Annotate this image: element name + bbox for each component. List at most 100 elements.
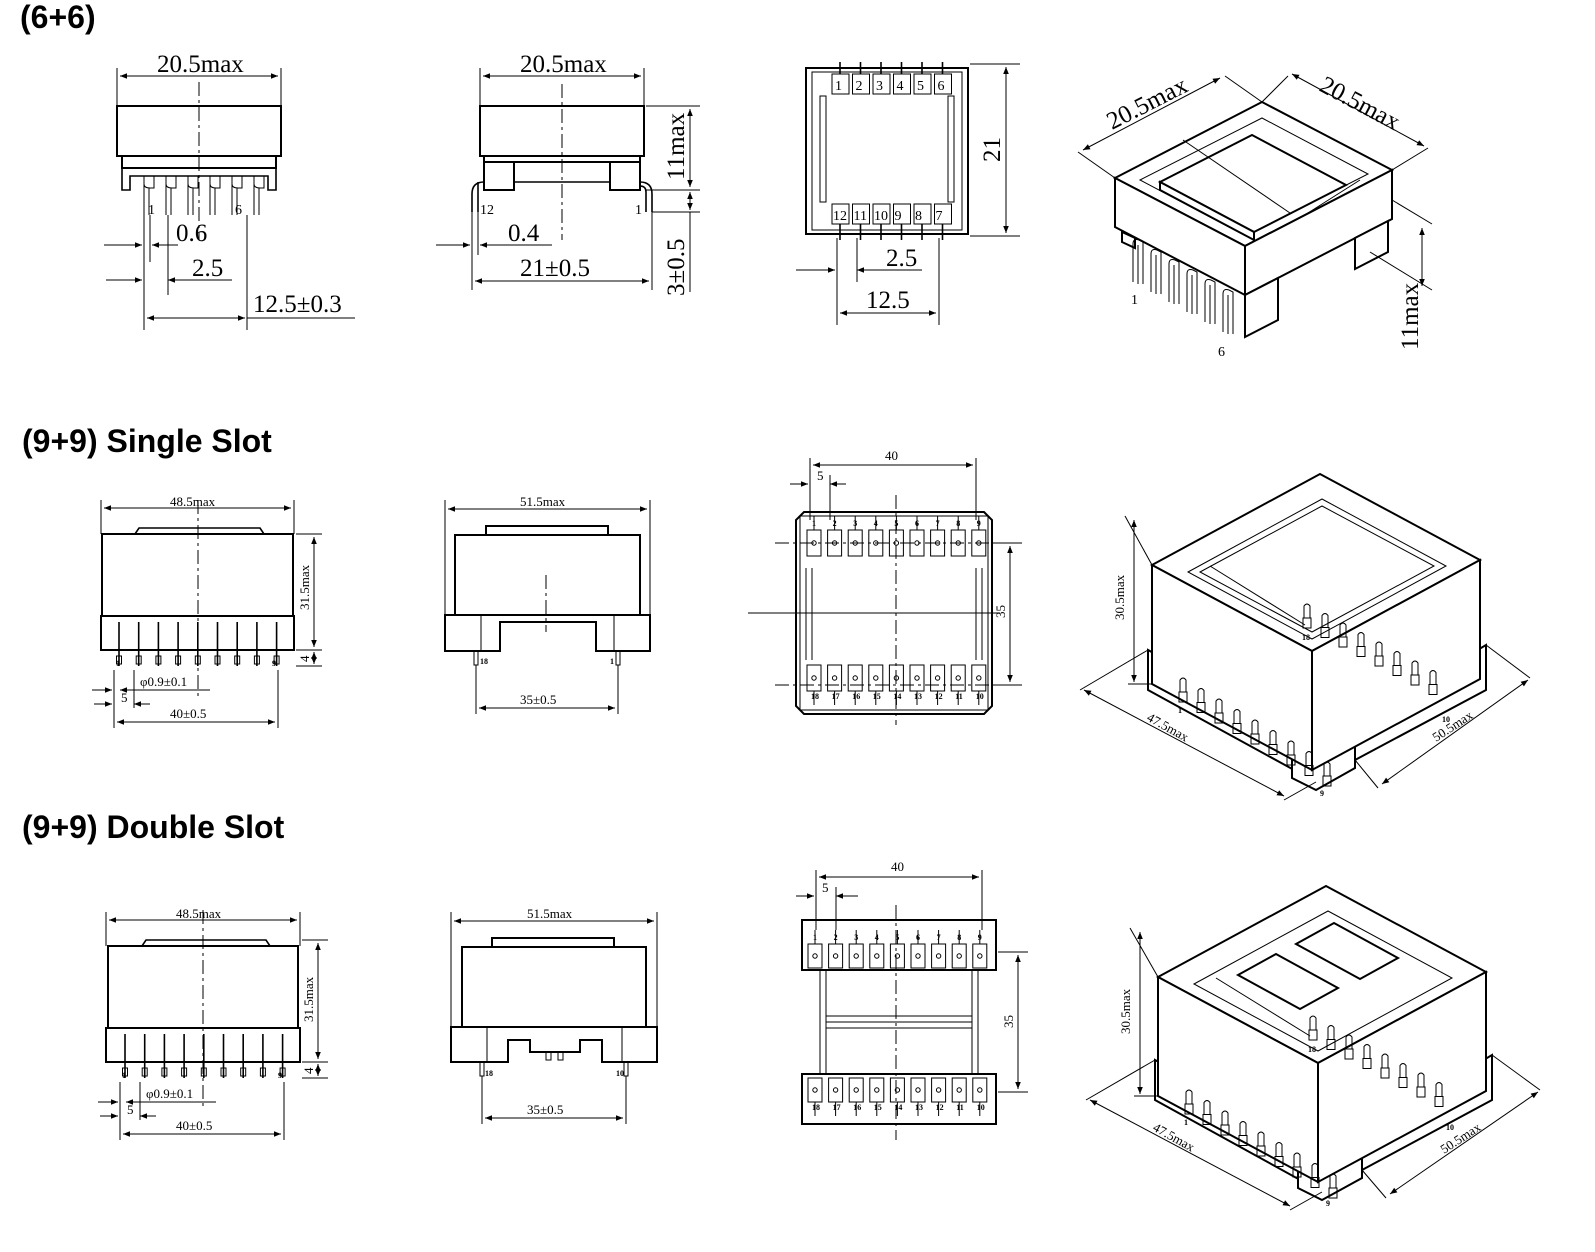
iso-s2-pin-18: 18	[1302, 633, 1310, 642]
dim-s2-bottom-depth: 35	[993, 605, 1008, 618]
pin-number: 7	[936, 519, 940, 528]
pin-sleeve	[214, 655, 221, 665]
pin-number: 1	[835, 79, 842, 94]
dim-standoff: 3±0.5	[663, 239, 690, 296]
pin-number: 1	[812, 519, 816, 528]
iso-pin-leg	[1150, 254, 1157, 294]
dim-s2-front-height: 31.5max	[297, 564, 312, 610]
dim-s2-pin-dia: φ0.9±0.1	[140, 674, 187, 689]
dim-s2-standoff: 4	[297, 655, 312, 662]
iso-pin-right	[1411, 660, 1419, 675]
pin-number: 10	[977, 1103, 985, 1112]
dim-pin-span: 12.5±0.3	[253, 291, 342, 318]
section-title-single-slot: (9+9) Single Slot	[22, 423, 272, 459]
iso-pin-right	[1345, 1034, 1353, 1049]
pin-hole	[894, 953, 901, 959]
iso-pin	[1132, 239, 1144, 284]
pin-hook	[253, 176, 265, 189]
iso-pin-right	[1375, 641, 1383, 656]
iso-pin-right	[1429, 670, 1437, 685]
iso-pin-base	[1310, 1177, 1320, 1188]
dim-s3-pin-dia: φ0.9±0.1	[146, 1086, 193, 1101]
iso-pin-right	[1321, 613, 1329, 628]
pin-hole	[873, 675, 879, 681]
pin-number: 6	[915, 519, 919, 528]
pin-number: 9	[977, 519, 981, 528]
iso-pin	[1150, 249, 1162, 294]
s2-front-pin-9: 9	[272, 659, 276, 668]
pin-label-6: 6	[235, 203, 242, 218]
pin-number: 7	[936, 209, 943, 224]
iso-pin-right	[1327, 1025, 1335, 1040]
dim-side-width: 20.5max	[520, 51, 607, 78]
pin-number: 8	[957, 933, 961, 942]
dim-s3-bottom-span: 40	[891, 859, 904, 874]
pin-hole	[977, 953, 983, 959]
iso-dim-a: 20.5max	[1102, 72, 1192, 136]
side-view-6x6	[436, 68, 700, 292]
iso-s2-pin-1: 1	[1178, 706, 1182, 715]
pin-hole	[956, 953, 962, 959]
pin-number: 12	[935, 692, 943, 701]
iso-pin-right	[1357, 632, 1365, 647]
pin-label-1: 1	[148, 203, 155, 218]
iso-pin-right-base	[1356, 646, 1366, 657]
pin-hole	[935, 1087, 942, 1093]
iso-pin-right-base	[1344, 1048, 1354, 1060]
iso-pin-leg	[1168, 264, 1175, 304]
dim-s3-span: 40±0.5	[176, 1118, 212, 1133]
pin-sleeve	[135, 655, 142, 665]
pin-hole	[977, 1087, 983, 1093]
section-title-double-slot: (9+9) Double Slot	[22, 809, 285, 845]
pin-hole	[935, 953, 942, 959]
pin-hole	[914, 675, 920, 681]
pin-number: 8	[915, 209, 922, 224]
iso-pin-right	[1339, 622, 1347, 637]
pin-hole	[812, 1087, 818, 1093]
iso-s2-len-a: 47.5max	[1145, 710, 1192, 745]
pin-hook	[165, 176, 177, 189]
pin-sleeve	[259, 1067, 266, 1077]
iso-s3-len-a: 47.5max	[1151, 1120, 1198, 1155]
pin-number: 2	[834, 933, 838, 942]
iso-pin-right-base	[1302, 617, 1312, 629]
pin-leg	[231, 184, 238, 215]
pin-number: 1	[813, 933, 817, 942]
iso-pin-leg	[1204, 284, 1211, 324]
pin-number: 13	[915, 1103, 923, 1112]
pin-hole	[915, 1087, 921, 1093]
iso-pin-right-base	[1338, 636, 1348, 648]
dim-s2-span: 40±0.5	[170, 706, 206, 721]
dim-s3-standoff: 4	[301, 1067, 316, 1074]
pin-hole	[955, 675, 961, 681]
pin-leg	[143, 184, 150, 215]
pin-hole	[874, 1087, 880, 1093]
pin-hook	[209, 176, 221, 189]
iso-pin	[1305, 751, 1313, 766]
dim-height: 11max	[663, 112, 690, 180]
pin-sleeve	[122, 1067, 128, 1077]
pin-number: 6	[916, 933, 920, 942]
section-title-6x6: (6+6)	[20, 0, 96, 35]
pin-hook	[187, 176, 199, 189]
iso-pin	[1179, 677, 1187, 692]
pin-hole	[956, 1087, 962, 1093]
pin-number: 2	[833, 519, 837, 528]
iso-pin-base	[1286, 754, 1296, 766]
s3-side-pin-18: 18	[485, 1069, 493, 1078]
iso-pin-right-base	[1320, 627, 1330, 638]
iso-pin-base	[1322, 775, 1332, 787]
iso-view-single-slot	[1079, 472, 1531, 801]
dim-s3-front-width: 48.5max	[176, 906, 222, 921]
iso-s2-pin-9: 9	[1320, 789, 1324, 798]
pin-hole	[811, 675, 817, 681]
pin-sleeve	[279, 1067, 286, 1077]
iso-pin-right-base	[1398, 1077, 1408, 1088]
side-view-single-slot	[444, 500, 651, 714]
pin-sleeve	[220, 1067, 227, 1077]
s2-front-pin-1: 1	[116, 659, 120, 668]
dim-s2-side-width: 51.5max	[520, 494, 566, 509]
s2-side-pin-1: 1	[610, 657, 614, 666]
pin-hole	[915, 953, 921, 959]
